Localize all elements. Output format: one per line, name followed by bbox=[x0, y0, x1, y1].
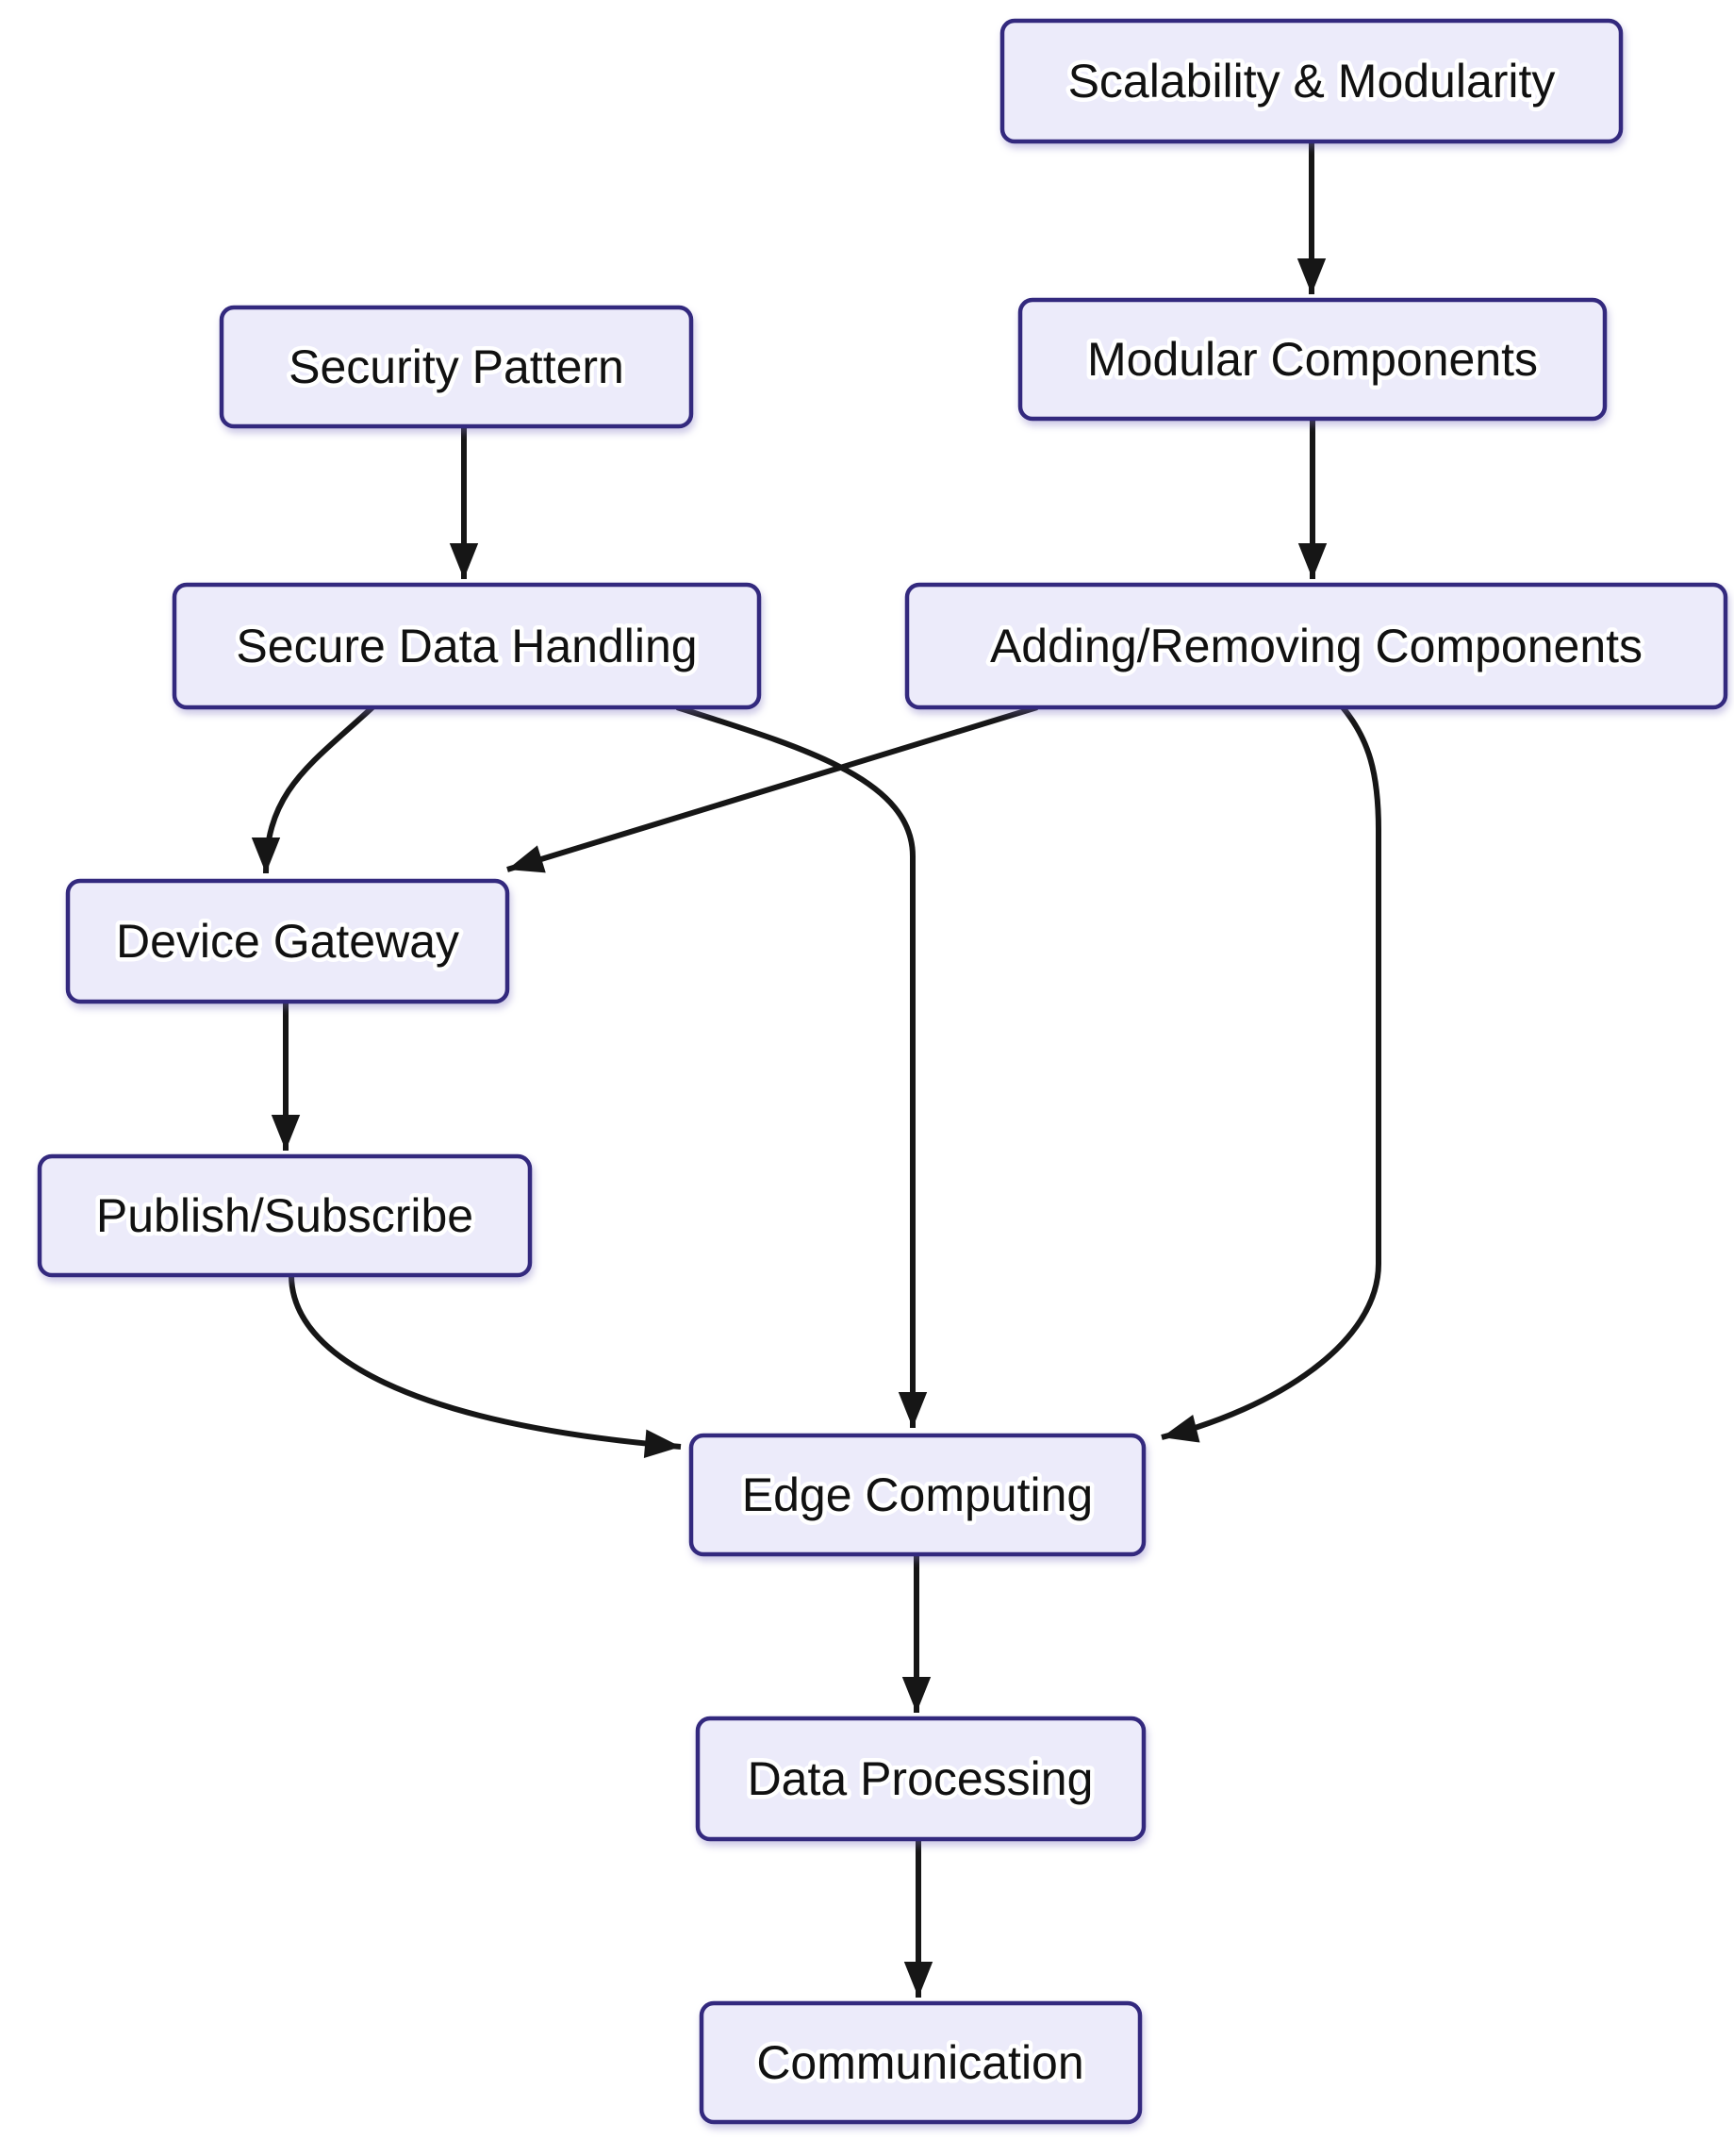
node-box bbox=[695, 1716, 1147, 1842]
edge-layer bbox=[251, 141, 1381, 1998]
node-box bbox=[688, 1433, 1147, 1557]
node-secure-data-handling: Secure Data Handling bbox=[172, 582, 762, 710]
node-publish-subscribe: Publish/Subscribe bbox=[37, 1153, 533, 1278]
node-modular-components: Modular Components bbox=[1017, 297, 1608, 422]
node-box bbox=[1017, 297, 1608, 422]
node-label: Security Pattern bbox=[289, 340, 624, 393]
edge-adding-removing-to-device-gateway bbox=[506, 705, 1038, 873]
node-box bbox=[65, 878, 510, 1004]
node-label: Edge Computing bbox=[742, 1468, 1093, 1521]
node-box bbox=[172, 582, 762, 710]
node-box bbox=[699, 2000, 1143, 2125]
node-data-processing: Data Processing bbox=[695, 1716, 1147, 1842]
node-box bbox=[999, 18, 1624, 144]
node-box bbox=[904, 582, 1728, 710]
node-box bbox=[219, 305, 694, 429]
node-label: Scalability & Modularity bbox=[1068, 55, 1556, 108]
node-communication: Communication bbox=[699, 2000, 1143, 2125]
node-adding-removing-components: Adding/Removing Components bbox=[904, 582, 1728, 710]
node-label: Publish/Subscribe bbox=[96, 1189, 473, 1242]
node-box bbox=[37, 1153, 533, 1278]
node-label: Data Processing bbox=[748, 1752, 1094, 1805]
edge-adding-removing-to-edge-computing bbox=[1161, 705, 1381, 1443]
node-scalability-modularity: Scalability & Modularity bbox=[999, 18, 1624, 144]
edge-secure-data-to-edge-computing bbox=[676, 705, 928, 1428]
node-label: Adding/Removing Components bbox=[990, 620, 1643, 672]
edge-publish-subscribe-to-edge-computing bbox=[289, 1274, 682, 1458]
node-edge-computing: Edge Computing bbox=[688, 1433, 1147, 1557]
node-label: Communication bbox=[756, 2036, 1083, 2089]
node-label: Secure Data Handling bbox=[236, 620, 697, 672]
edge-secure-data-to-device-gateway bbox=[251, 705, 375, 874]
node-security-pattern: Security Pattern bbox=[219, 305, 694, 429]
node-layer: Scalability & Modularity Modular Compone… bbox=[37, 18, 1728, 2125]
node-label: Device Gateway bbox=[116, 915, 459, 968]
node-label: Modular Components bbox=[1087, 333, 1538, 386]
node-device-gateway: Device Gateway bbox=[65, 878, 510, 1004]
